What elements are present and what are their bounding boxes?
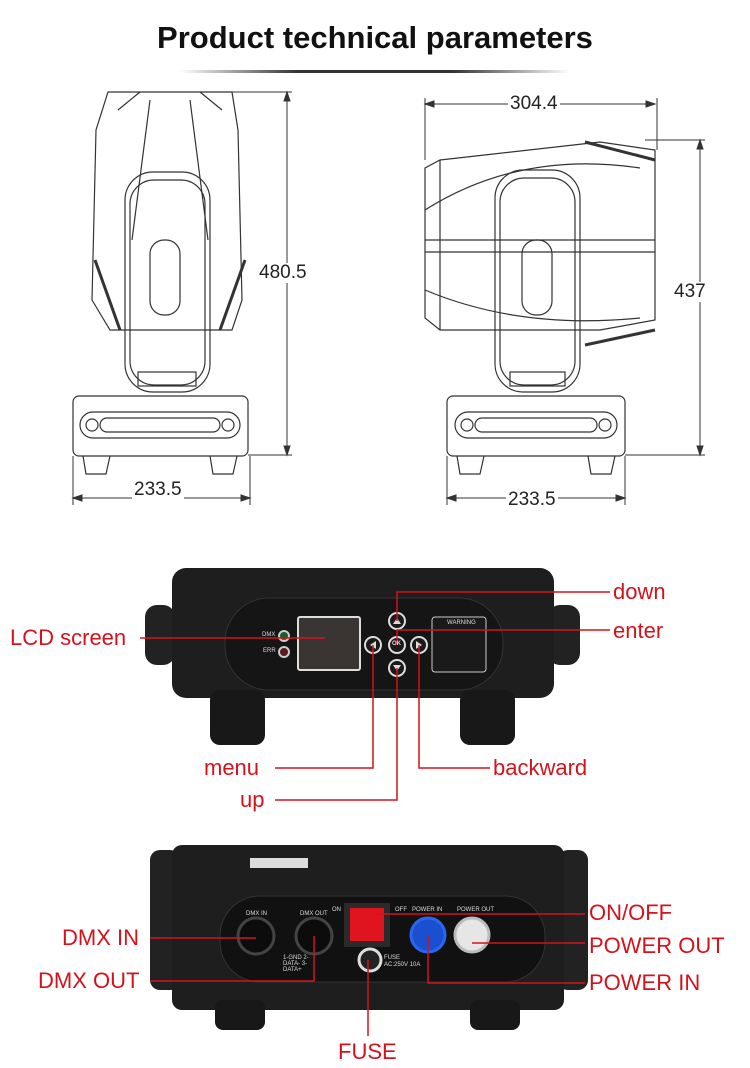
fuse-print: FUSE xyxy=(384,955,401,961)
side-width-dimension: 233.5 xyxy=(506,489,558,510)
power-in-label: POWER IN xyxy=(589,970,701,995)
down-label: down xyxy=(613,579,666,604)
dimension-lines xyxy=(71,90,705,505)
control-panel-photo xyxy=(145,568,580,745)
ok-button[interactable]: OK xyxy=(392,641,401,647)
on-off-label: ON/OFF xyxy=(589,900,673,925)
dmx-out-label: DMX OUT xyxy=(38,968,140,993)
title-underline xyxy=(180,70,570,73)
fuse-rating-print: AC:250V 10A xyxy=(384,962,421,968)
on-print: ON xyxy=(332,907,341,913)
dmx-out-print: DMX OUT xyxy=(300,911,328,917)
power-out-label: POWER OUT xyxy=(589,933,725,958)
pinout-print: 1-GND 2-DATA- 3-DATA+ xyxy=(283,955,309,973)
side-depth-dimension: 304.4 xyxy=(508,93,560,114)
backward-label: backward xyxy=(493,755,588,780)
front-width-dimension: 233.5 xyxy=(132,479,184,500)
page-title: Product technical parameters xyxy=(157,20,593,55)
side-height-dimension: 437 xyxy=(672,281,708,302)
side-view-drawing xyxy=(424,140,656,475)
callout-lines xyxy=(140,591,610,1036)
lcd-screen-label: LCD screen xyxy=(10,625,127,650)
front-height-dimension: 480.5 xyxy=(257,262,309,283)
dmx-in-print: DMX IN xyxy=(246,911,267,917)
err-led-label: ERR xyxy=(263,648,276,654)
dmx-in-label: DMX IN xyxy=(62,925,139,950)
up-label: up xyxy=(240,787,265,812)
rear-panel-photo xyxy=(150,845,588,1030)
fuse-label: FUSE xyxy=(338,1039,397,1064)
front-view-drawing xyxy=(72,91,249,475)
power-out-print: POWER OUT xyxy=(457,907,494,913)
warning-label: WARNING xyxy=(447,620,476,626)
off-print: OFF xyxy=(395,907,407,913)
enter-label: enter xyxy=(613,618,664,643)
dmx-led-label: DMX xyxy=(262,632,276,638)
power-in-print: POWER IN xyxy=(412,907,443,913)
menu-label: menu xyxy=(204,755,260,780)
